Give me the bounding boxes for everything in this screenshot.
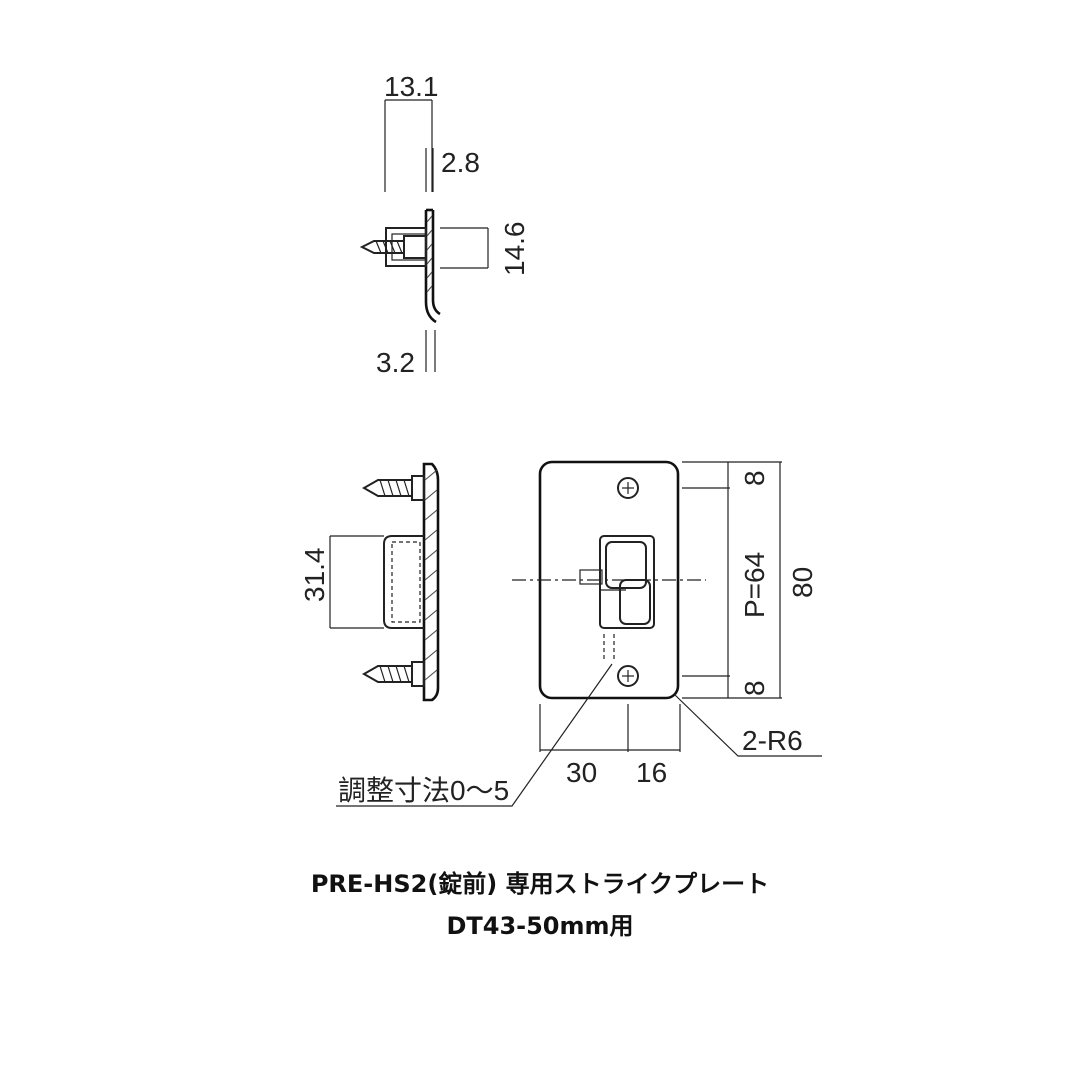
dim-box-height: 31.4 [299, 548, 330, 603]
dim-adjustment: 調整寸法0〜5 [338, 775, 509, 806]
section-view: 31.4 [299, 462, 440, 702]
caption-subtitle: DT43-50mm用 [446, 912, 633, 940]
dim-width-right: 16 [636, 757, 667, 788]
dim-edge-top: 8 [739, 470, 770, 486]
side-profile-view: 13.1 2.8 14.6 3.2 [359, 71, 530, 378]
strike-opening [599, 535, 655, 629]
screw-hole-bottom [617, 665, 639, 687]
dim-width-left: 30 [566, 757, 597, 788]
dim-total-height: 80 [787, 567, 818, 598]
front-view: 8 P=64 8 80 30 16 2-R6 調整寸法0〜5 [336, 460, 822, 807]
dim-corner-radius: 2-R6 [742, 725, 803, 756]
dim-thickness-total: 13.1 [384, 71, 439, 102]
dim-lip-offset: 3.2 [376, 347, 415, 378]
dim-plate-thickness: 2.8 [441, 147, 480, 178]
screw-hole-top [617, 477, 639, 499]
dim-pitch: P=64 [739, 552, 770, 618]
dim-side-height: 14.6 [499, 222, 530, 277]
caption-title: PRE-HS2(錠前) 専用ストライクプレート [311, 870, 769, 898]
dim-edge-bottom: 8 [739, 680, 770, 696]
